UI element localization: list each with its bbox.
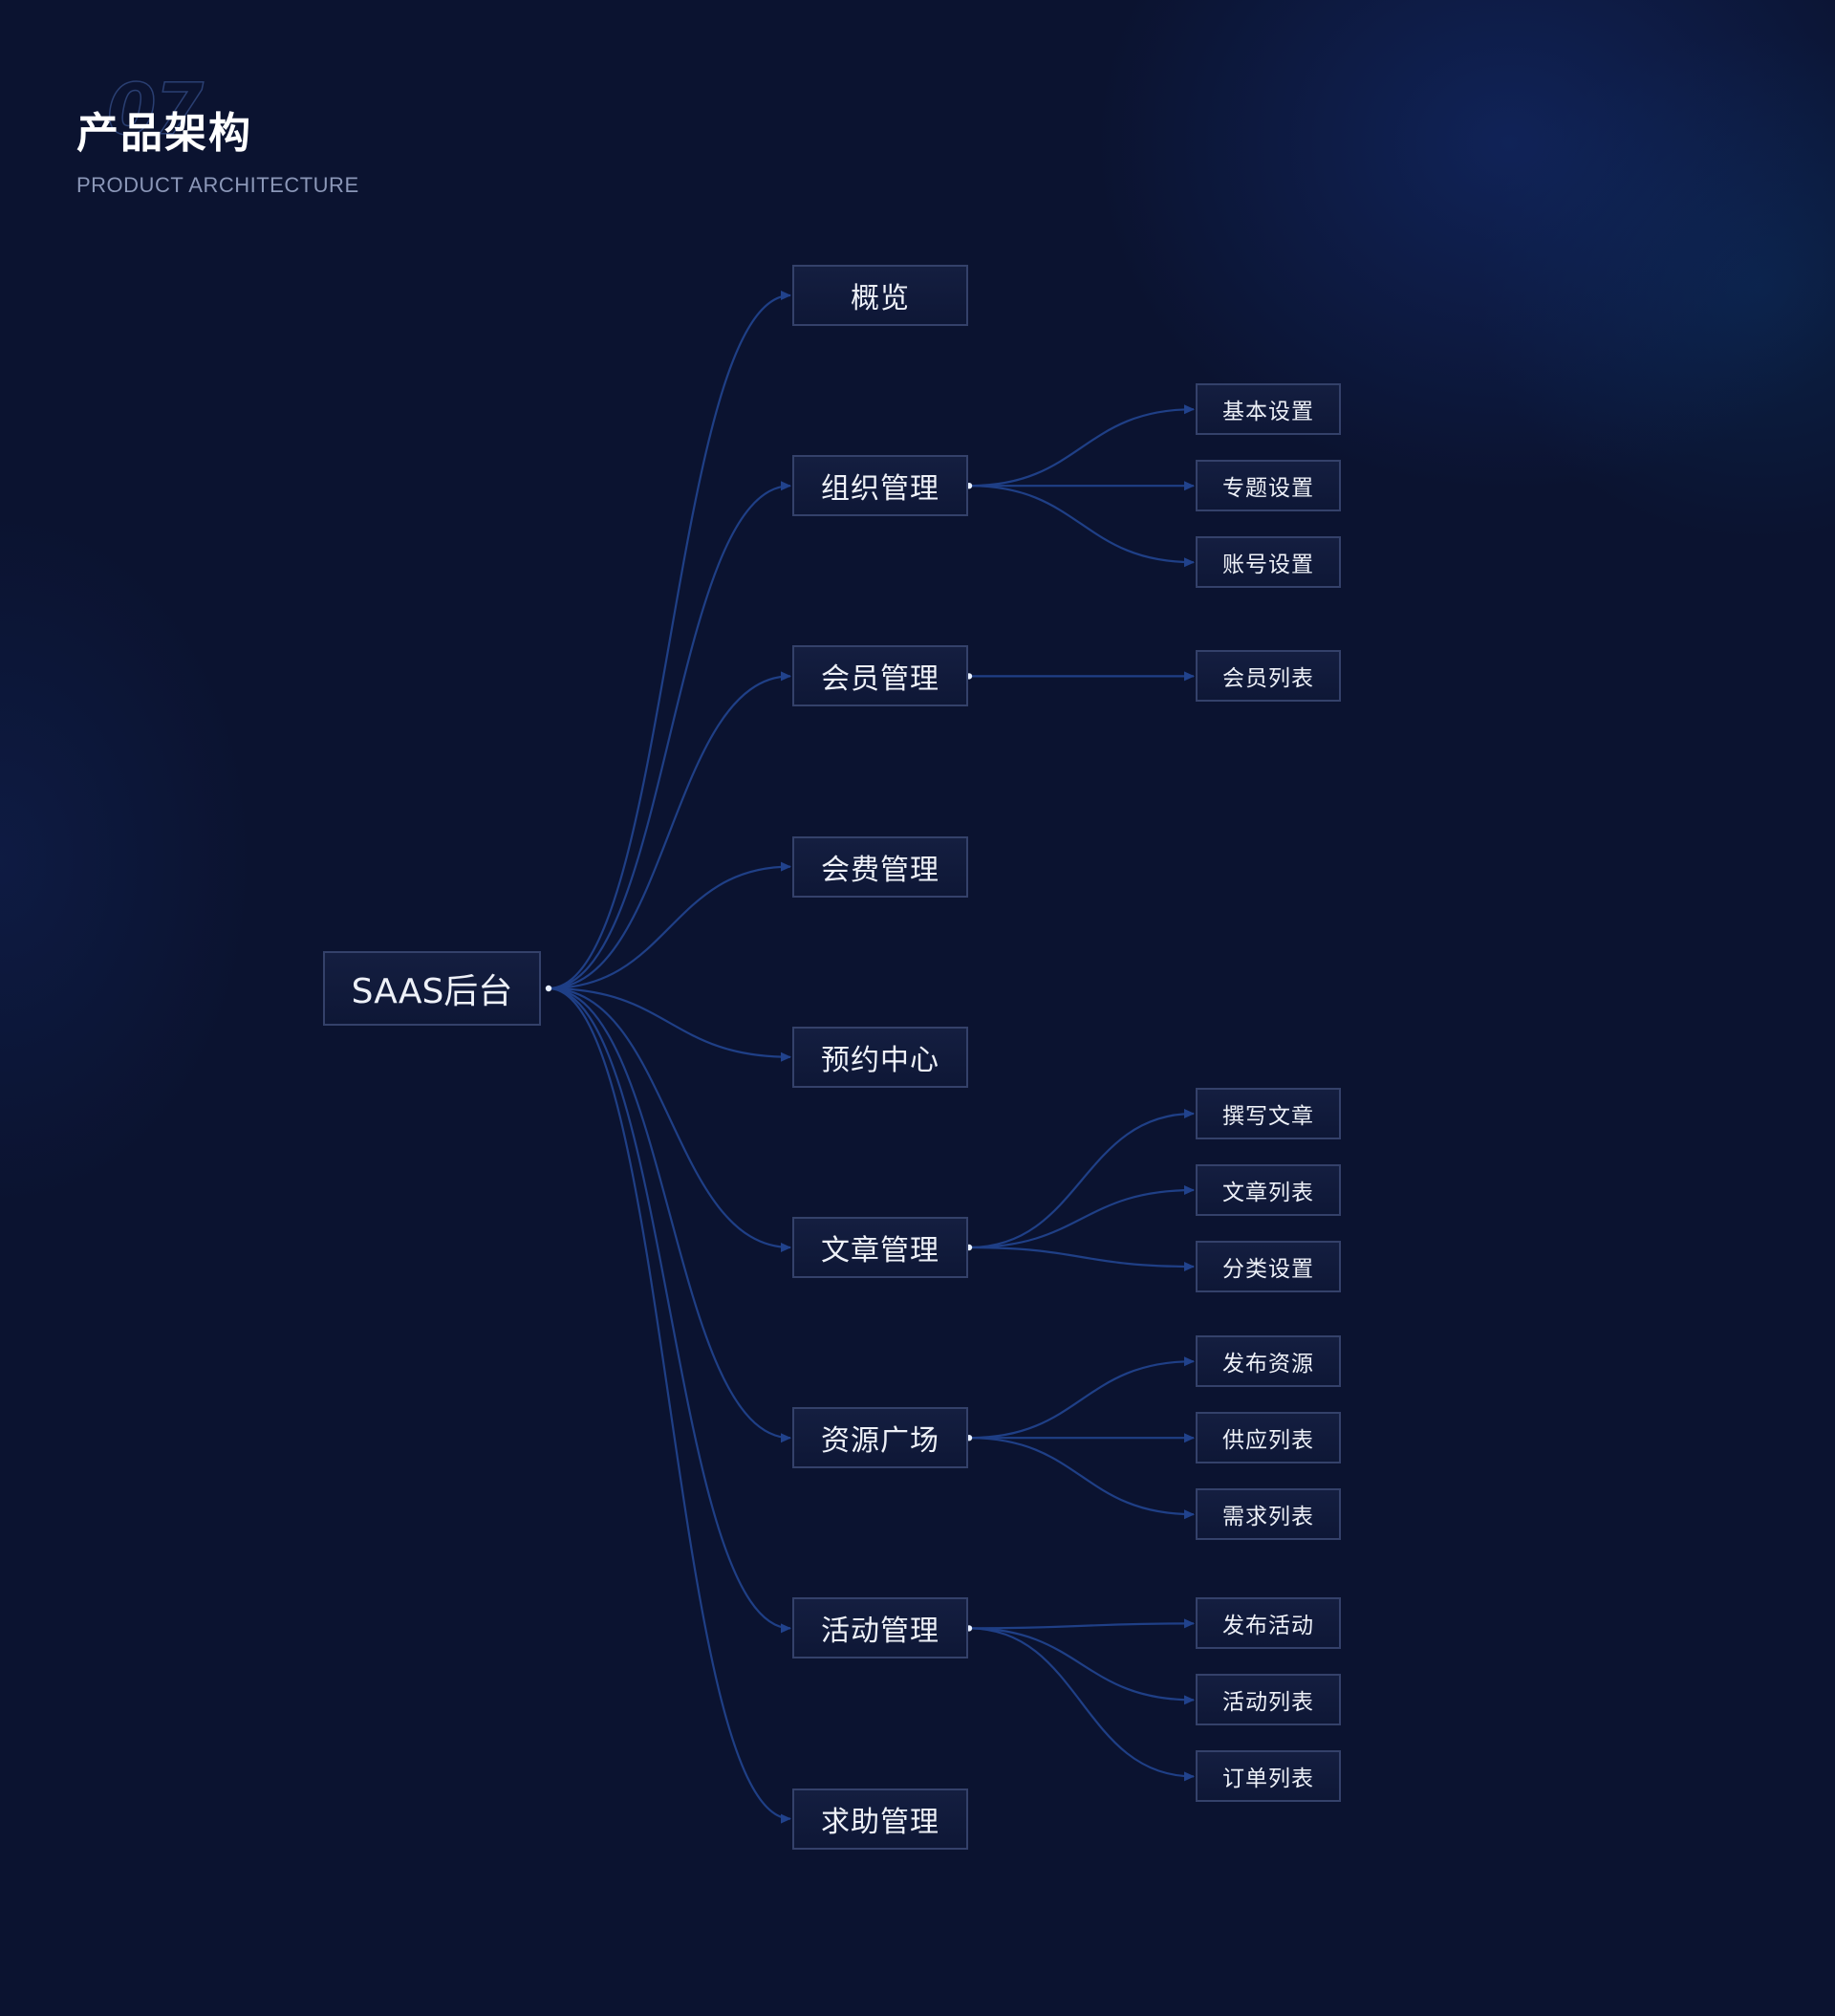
function-node[interactable]: 文章列表 [1196,1164,1341,1216]
module-node[interactable]: 文章管理 [792,1217,968,1278]
root-to-module-link [548,861,791,990]
module-node[interactable]: 资源广场 [792,1407,968,1469]
page-subtitle: PRODUCT ARCHITECTURE [76,173,359,197]
module-to-function-link [968,1627,1195,1705]
function-node[interactable]: 供应列表 [1196,1412,1341,1464]
module-node[interactable]: 概览 [792,265,968,326]
module-to-function-link [968,1437,1195,1520]
function-node[interactable]: 分类设置 [1196,1241,1341,1292]
module-node[interactable]: 活动管理 [792,1597,968,1659]
root-to-module-link [548,986,791,1824]
root-to-module-link [548,986,791,1443]
function-node[interactable]: 发布资源 [1196,1335,1341,1388]
function-node[interactable]: 会员列表 [1196,650,1341,703]
function-node[interactable]: 发布活动 [1196,1597,1341,1650]
module-node[interactable]: 预约中心 [792,1026,968,1088]
function-node[interactable]: 账号设置 [1196,536,1341,589]
root-node[interactable]: SAAS后台 [323,951,541,1026]
function-node[interactable]: 撰写文章 [1196,1088,1341,1139]
root-to-module-link [548,481,791,990]
function-node[interactable]: 订单列表 [1196,1750,1341,1803]
module-to-function-link [968,1109,1195,1249]
function-node[interactable]: 专题设置 [1196,460,1341,512]
module-node[interactable]: 会费管理 [792,835,968,898]
module-to-function-link [968,404,1195,488]
root-to-module-link [548,291,791,990]
module-to-function-link [968,1246,1195,1271]
module-to-function-link [968,485,1195,568]
function-node[interactable]: 基本设置 [1196,383,1341,436]
module-to-function-link [968,1356,1195,1440]
root-connector-dot [545,985,552,992]
module-to-function-link [968,1185,1195,1249]
page-title: 产品架构 [76,109,252,158]
module-node[interactable]: 求助管理 [792,1788,968,1850]
module-to-function-link [968,1627,1195,1782]
section-number: 07 [106,69,204,151]
root-to-module-link [548,986,791,1252]
module-to-function-link [968,1618,1195,1630]
root-to-module-link [548,671,791,990]
function-node[interactable]: 活动列表 [1196,1674,1341,1726]
function-node[interactable]: 需求列表 [1196,1488,1341,1541]
root-to-module-link [548,986,791,1634]
module-node[interactable]: 组织管理 [792,455,968,517]
root-to-module-link [548,986,791,1062]
module-node[interactable]: 会员管理 [792,645,968,707]
